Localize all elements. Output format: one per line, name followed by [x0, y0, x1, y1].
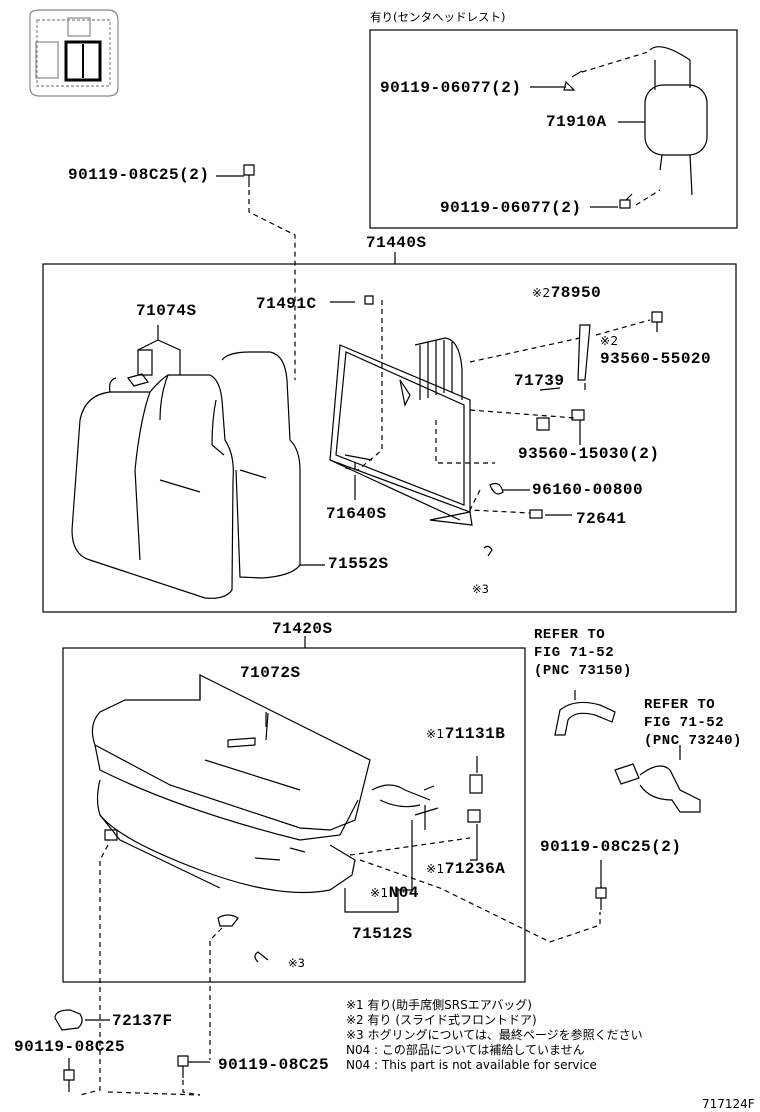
- part-label-71440S: 71440S: [366, 234, 427, 252]
- part-label-96160-00800: 96160-00800: [532, 481, 644, 499]
- part-label-71420S: 71420S: [272, 620, 333, 638]
- refer-line: (PNC 73240): [644, 733, 742, 749]
- part-label-N04: ※1N04: [370, 884, 419, 902]
- footnotes: ※1 有り(助手席側SRSエアバッグ) ※2 有り (スライド式フロントドア) …: [346, 998, 643, 1073]
- marker-3-seatback: ※3: [472, 582, 489, 596]
- part-label-71739: 71739: [514, 372, 565, 390]
- cushion-group-frame: [62, 647, 526, 983]
- part-label-90119-06077-lower: 90119-06077(2): [440, 199, 582, 217]
- part-label-71552S: 71552S: [328, 555, 389, 573]
- footnote: N04 : This part is not available for ser…: [346, 1058, 597, 1072]
- headrest-inset-frame: [369, 29, 738, 229]
- part-label-90119-08C25-left: 90119-08C25: [14, 1038, 126, 1056]
- refer-line: REFER TO: [644, 697, 716, 713]
- refer-note-73150: REFER TO FIG 71-52 (PNC 73150): [534, 626, 632, 680]
- vehicle-locator-icon: [29, 9, 119, 97]
- seat-cushion-drawing: [91, 674, 371, 927]
- footnote: ※1 有り(助手席側SRSエアバッグ): [346, 998, 532, 1012]
- footnote: ※3 ホグリングについては、最終ページを参照ください: [346, 1028, 643, 1042]
- part-label-71640S: 71640S: [326, 505, 387, 523]
- refer-line: FIG 71-52: [534, 645, 615, 661]
- part-label-71131B: ※171131B: [426, 725, 505, 743]
- part-label-71236A: ※171236A: [426, 860, 505, 878]
- footnote: ※2 有り (スライド式フロントドア): [346, 1013, 537, 1027]
- part-label-90119-08C25-right: 90119-08C25(2): [540, 838, 682, 856]
- marker-1: ※1: [370, 886, 389, 900]
- seatback-group-frame: [42, 263, 737, 613]
- part-label-71512S: 71512S: [352, 925, 413, 943]
- part-label-71910A: 71910A: [546, 113, 607, 131]
- part-label-90119-08C25-top: 90119-08C25(2): [68, 166, 210, 184]
- part-number: N04: [388, 884, 420, 902]
- part-label-71074S: 71074S: [136, 302, 197, 320]
- marker-1: ※1: [426, 862, 445, 876]
- part-label-93560-15030: 93560-15030(2): [518, 445, 660, 463]
- part-label-71491C: 71491C: [256, 295, 317, 313]
- figure-id: 717124F: [702, 1097, 755, 1111]
- part-label-90119-06077-upper: 90119-06077(2): [380, 79, 522, 97]
- marker-1: ※1: [426, 727, 445, 741]
- refer-note-73240: REFER TO FIG 71-52 (PNC 73240): [644, 696, 742, 750]
- header-note: 有り(センタヘッドレスト): [370, 10, 506, 24]
- seatback-cushion-drawing: [71, 351, 301, 599]
- part-label-78950: ※278950: [532, 284, 601, 302]
- part-number: 93560-55020: [600, 350, 712, 368]
- headrest-drawing: [563, 46, 708, 209]
- refer-line: REFER TO: [534, 627, 606, 643]
- marker-3-cushion: ※3: [288, 956, 305, 970]
- marker-2: ※2: [532, 286, 551, 300]
- refer-line: FIG 71-52: [644, 715, 725, 731]
- seatback-frame-drawing: [329, 337, 473, 526]
- footnote: N04 : この部品については補給していません: [346, 1043, 585, 1057]
- part-label-93560-55020: ※2 93560-55020: [600, 332, 711, 368]
- marker-2: ※2: [600, 334, 619, 348]
- part-label-90119-08C25-bottom: 90119-08C25: [218, 1056, 330, 1074]
- part-number: 71236A: [444, 860, 506, 878]
- part-number: 71131B: [444, 725, 506, 743]
- part-label-72137F: 72137F: [112, 1012, 173, 1030]
- part-label-72641: 72641: [576, 510, 627, 528]
- part-label-71072S: 71072S: [240, 664, 301, 682]
- part-number: 78950: [550, 284, 602, 302]
- refer-line: (PNC 73150): [534, 663, 632, 679]
